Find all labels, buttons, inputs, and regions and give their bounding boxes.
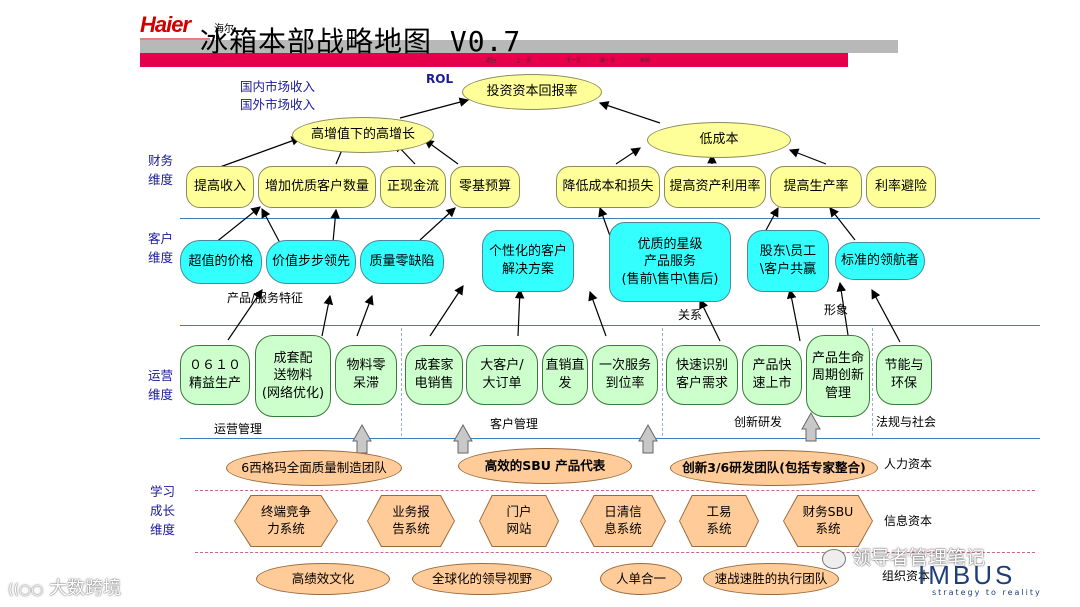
node-direct-sales: 直销直 发 (542, 345, 588, 405)
operation-separator-1 (401, 328, 402, 436)
node-global-vision: 全球化的领导视野 (412, 563, 552, 595)
node-zero-defect: 质量零缺陷 (360, 240, 444, 284)
node-value-lead: 价值步步领先 (266, 240, 356, 284)
node-zero-stagnant: 物料零 呆滞 (335, 345, 397, 405)
node-asset-utilization: 提高资产利用率 (664, 166, 766, 208)
node-first-service: 一次服务 到位率 (592, 345, 658, 405)
node-win-win: 股东\员工 \客户共赢 (747, 230, 829, 292)
brand-tagline: strategy to reality (932, 588, 1042, 597)
node-low-cost: 低成本 (647, 122, 791, 158)
label-image: 形象 (824, 303, 849, 317)
brand-name: IMBUS (918, 560, 1016, 590)
label-customer-management: 客户管理 (490, 417, 539, 431)
header-gray-bar (140, 40, 898, 53)
divider-operation-learning (180, 438, 1040, 439)
nav-prev-link[interactable]: 上一页 (516, 58, 532, 64)
label-overseas-revenue: 国外市场收入 (240, 97, 316, 112)
node-complete-appliance-sales: 成套家 电销售 (405, 345, 463, 405)
node-complete-delivery: 成套配 送物料 (网络优化) (255, 335, 331, 417)
node-report-system: 业务报 告系统 (368, 496, 454, 546)
label-product-service: 产品/服务特征 (227, 291, 304, 305)
node-interest-hedge: 利率避险 (866, 166, 936, 208)
nav-goal-link[interactable]: 目标 (640, 58, 651, 64)
node-finance-sbu-system: 财务SBU 系统 (784, 496, 872, 546)
node-fast-launch: 产品快 速上市 (742, 345, 802, 405)
dimension-operation: 运营 维度 (148, 368, 174, 402)
divider-customer-operation (180, 325, 1040, 326)
node-raise-revenue: 提高收入 (186, 166, 254, 208)
watermark-left-text: 大数跨境 (49, 578, 122, 599)
label-innovation-rd: 创新研发 (734, 415, 783, 429)
node-custom-solution: 个性化的客户 解决方案 (482, 230, 574, 292)
dimension-learning: 学习 成长 维度 (150, 484, 176, 537)
node-energy-saving: 节能与 环保 (876, 345, 932, 405)
node-roi: 投资资本回报率 (462, 74, 602, 110)
nav-last-link[interactable]: 最一页 (600, 58, 616, 64)
label-regulation-society: 法规与社会 (876, 415, 937, 429)
logo: Haier 海尔 (140, 12, 260, 48)
node-lean-production: ０６１０ 精益生产 (180, 345, 250, 405)
divider-finance-customer (180, 218, 1040, 219)
watermark-wechat-text: 领导者管理笔记 (852, 547, 986, 569)
wechat-icon (822, 548, 846, 569)
logo-text: Haier (140, 12, 191, 37)
node-terminal-system: 终端竞争 力系统 (235, 496, 337, 546)
node-high-growth: 高增值下的高增长 (292, 117, 434, 153)
node-zero-base-budget: 零基预算 (450, 166, 520, 208)
node-star-service: 优质的星级 产品服务 (售前\售中\售后) (609, 222, 731, 302)
dimension-customer: 客户 维度 (148, 231, 174, 265)
watermark-left-icon: ((○○ (8, 582, 44, 598)
node-positive-cash-flow: 正现金流 (380, 166, 446, 208)
label-human-capital: 人力资本 (884, 457, 933, 471)
nav-next-link[interactable]: 下一页 (566, 58, 582, 64)
dimension-finance: 财务 维度 (148, 153, 174, 187)
page-title: 冰箱本部战略地图 V0.7 (200, 25, 522, 58)
node-portal-site: 门户 网站 (480, 496, 558, 546)
operation-separator-3 (872, 328, 873, 436)
node-sbu-rep: 高效的SBU 产品代表 (458, 448, 632, 484)
node-rendan-heyi: 人单合一 (600, 563, 682, 595)
label-relation: 关系 (678, 308, 703, 322)
watermark-wechat: 领导者管理笔记 (822, 543, 985, 570)
brand-logo: IMBUS strategy to reality (918, 562, 1068, 597)
node-productivity: 提高生产率 (770, 166, 862, 208)
logo-tag: 海尔 (214, 24, 234, 35)
label-domestic-revenue: 国内市场收入 (240, 79, 316, 94)
divider-human-info (195, 490, 1035, 491)
label-operation-management: 运营管理 (214, 422, 263, 436)
node-execution-team: 速战速胜的执行团队 (703, 563, 839, 595)
node-daily-info-system: 日清信 息系统 (581, 496, 665, 546)
node-high-performance-culture: 高绩效文化 (256, 563, 390, 595)
label-info-capital: 信息资本 (884, 514, 933, 528)
label-org-capital: 组织资本 (882, 569, 931, 583)
operation-separator-2 (662, 328, 663, 436)
watermark-left: ((○○ 大数跨境 (8, 574, 121, 600)
node-quick-identify: 快速识别 客户需求 (666, 345, 738, 405)
header-pink-bar (140, 53, 848, 67)
logo-subline (140, 38, 210, 40)
node-standard-leader: 标准的领航者 (835, 242, 925, 280)
node-reduce-cost: 降低成本和损失 (556, 166, 660, 208)
node-gongyi-system: 工易 系统 (680, 496, 758, 546)
divider-info-org (195, 552, 1035, 553)
node-big-customer: 大客户/ 大订单 (466, 345, 538, 405)
label-rol: ROL (426, 72, 454, 86)
node-more-quality-customers: 增加优质客户数量 (258, 166, 376, 208)
node-value-price: 超值的价格 (180, 240, 262, 284)
node-six-sigma-team: 6西格玛全面质量制造团队 (226, 450, 402, 486)
node-rd-team: 创新3/6研发团队(包括专家整合) (670, 450, 878, 486)
nav-back-link[interactable]: 返回 (486, 58, 497, 64)
node-lifecycle-innovation: 产品生命 周期创新 管理 (806, 335, 870, 417)
